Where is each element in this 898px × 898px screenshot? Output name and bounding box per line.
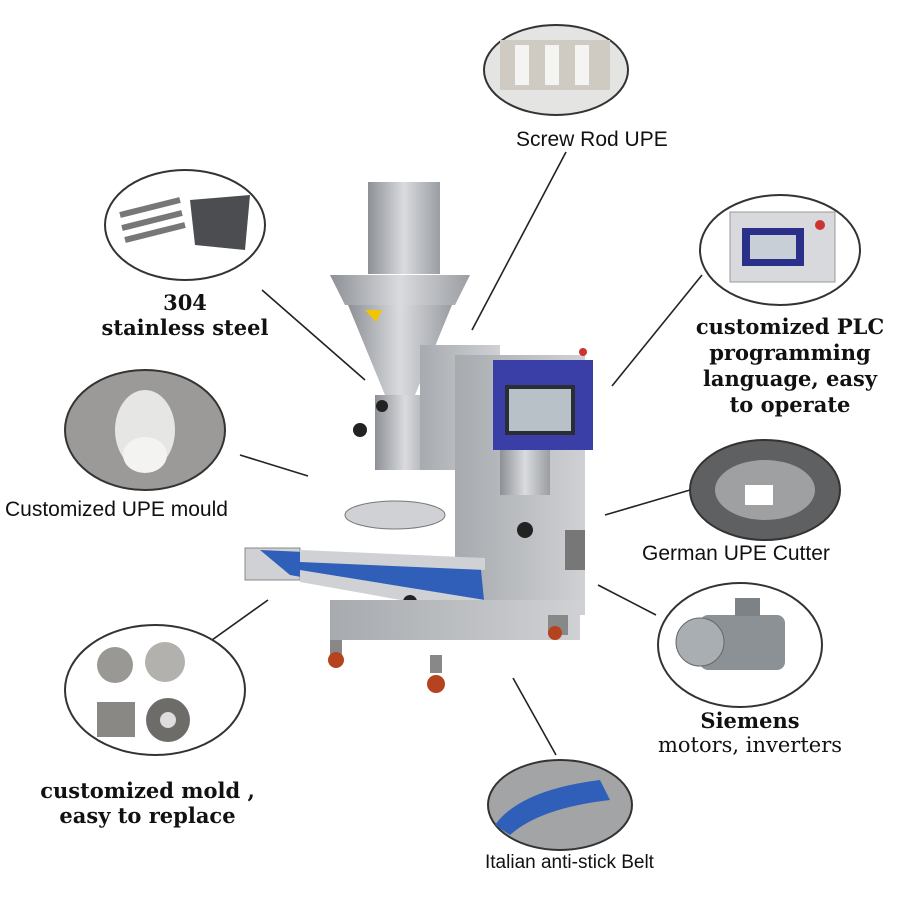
- label-mold-line2: easy to replace: [59, 803, 236, 828]
- ellipse-plc: [699, 194, 861, 306]
- label-belt: Italian anti-stick Belt: [485, 852, 654, 873]
- label-plc-line4: to operate: [729, 392, 851, 417]
- label-steel-line2: stainless steel: [101, 315, 269, 340]
- label-motor: Siemens motors, inverters: [650, 708, 850, 758]
- ellipse-belt: [487, 759, 633, 851]
- label-plc-line2: programming: [709, 340, 871, 365]
- ellipse-mold: [64, 624, 246, 756]
- label-cutter: German UPE Cutter: [642, 542, 830, 565]
- label-steel-line1: 304: [163, 290, 207, 315]
- ellipse-cutter: [689, 439, 841, 541]
- label-steel: 304 stainless steel: [95, 290, 275, 340]
- machine-illustration: [244, 182, 593, 693]
- ellipse-mould: [64, 369, 226, 491]
- label-plc: customized PLC programming language, eas…: [690, 314, 890, 418]
- label-mold: customized mold , easy to replace: [35, 778, 260, 828]
- label-motor-line2: motors, inverters: [657, 733, 843, 757]
- connector-lines: [204, 151, 703, 756]
- label-screw-rod: Screw Rod UPE: [516, 128, 668, 151]
- label-mould: Customized UPE mould: [5, 498, 228, 521]
- label-mold-line1: customized mold ,: [40, 778, 255, 803]
- ellipse-motor: [657, 582, 823, 708]
- label-motor-line1: Siemens: [700, 708, 800, 733]
- label-plc-line1: customized PLC: [695, 314, 885, 339]
- ellipse-screw-rod: [483, 24, 629, 116]
- ellipse-steel: [104, 169, 266, 281]
- label-plc-line3: language, easy: [702, 366, 878, 391]
